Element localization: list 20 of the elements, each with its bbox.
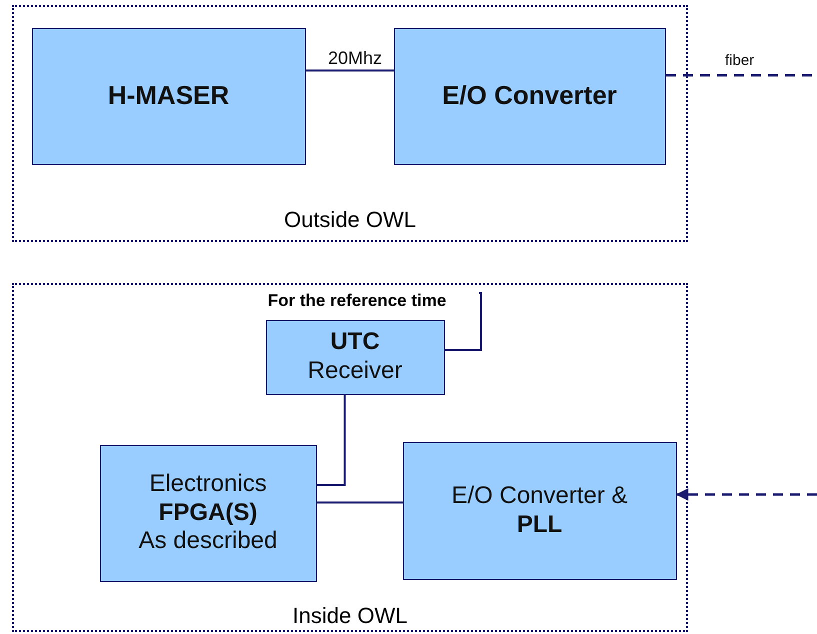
inside-region [12, 283, 688, 632]
outside-region [12, 5, 688, 242]
connector-line [317, 395, 346, 486]
region-label: Outside OWL [282, 207, 418, 233]
process-box [402, 442, 676, 580]
box-label: E/O Converter & PLL [450, 482, 629, 540]
arrow [676, 488, 817, 501]
region-label: Inside OWL [292, 603, 408, 629]
box-label: UTC Receiver [306, 328, 404, 386]
connector-line [445, 292, 482, 351]
process-box [32, 28, 306, 164]
process-box [266, 320, 444, 394]
process-box [394, 28, 666, 164]
process-box [100, 444, 316, 582]
box-label: Electronics FPGA(S) As described [138, 470, 278, 556]
box-label: H-MASER [108, 80, 230, 112]
note-text: For the reference time [268, 290, 446, 310]
connector-line [317, 502, 403, 504]
box-label: E/O Converter [442, 80, 617, 112]
connector-line [306, 69, 394, 72]
